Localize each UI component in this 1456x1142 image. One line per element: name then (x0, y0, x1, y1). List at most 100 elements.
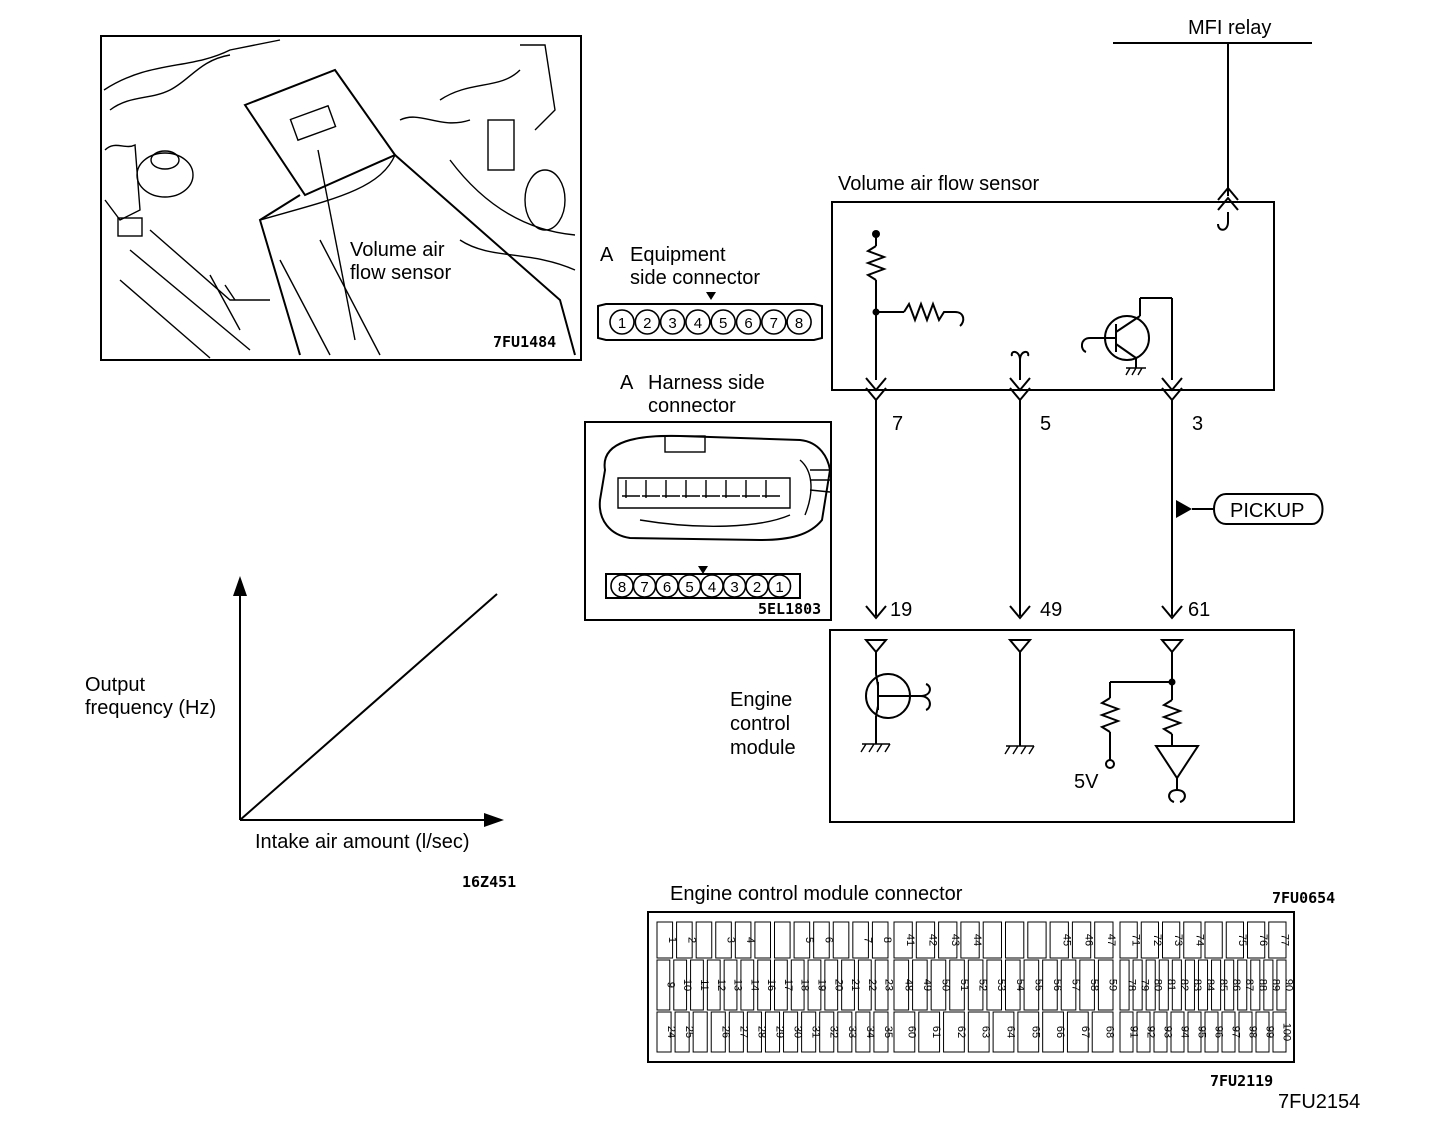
ecm-pin-cell (793, 921, 811, 959)
ecm-pin-label: 61 (930, 1026, 942, 1038)
graph-y-arrow (233, 576, 247, 596)
ecm-pin-cell (734, 921, 752, 959)
ecm-pin-cell (938, 921, 958, 959)
harness-connector-letter: A (620, 372, 634, 394)
ecm-pin-cell (1049, 921, 1069, 959)
ecm-pin-label: 99 (1264, 1026, 1276, 1038)
ecm-pin-cell (857, 959, 872, 1011)
harness-orientation-marker (698, 566, 708, 574)
ecm-pin-label: 67 (1079, 1026, 1091, 1038)
ecm-pin-label: 84 (1204, 979, 1216, 991)
ecm-pin-cell (715, 921, 732, 959)
ecm-pin-label: 33 (846, 1026, 858, 1038)
ecm-pin-cell (673, 959, 688, 1011)
ecm-pin-label: 97 (1230, 1026, 1242, 1038)
ecm-pin-cell (1250, 959, 1261, 1011)
ecm-pin-label: 31 (810, 1026, 822, 1038)
equipment-pin-label: 3 (668, 315, 676, 332)
pickup-tag (1213, 493, 1324, 525)
ecm-pin-label: 85 (1217, 979, 1229, 991)
equipment-pin-circle (659, 309, 686, 335)
ecm-pin-cell (1224, 959, 1235, 1011)
ecm-pin-label: 77 (1278, 934, 1290, 946)
harness-connector-title-line1: Harness side (648, 372, 765, 394)
ecm-empty-cell (1027, 921, 1047, 959)
ecm-empty-cell (982, 921, 1003, 959)
ecm-pin-cell (1268, 921, 1287, 959)
ecm-pin-cell (841, 959, 855, 1011)
ecm-pin-cell (801, 1011, 817, 1053)
ecm-pin-cell (992, 1011, 1015, 1053)
ecm-pin-label: 72 (1151, 934, 1163, 946)
ecm-pin-label: 92 (1145, 1026, 1157, 1038)
ecm-pin-cell (1119, 959, 1130, 1011)
ecm-pin-label: 56 (1051, 979, 1063, 991)
harness-pin-label: 6 (663, 579, 671, 596)
ecm-pin-label: 20 (832, 979, 844, 991)
ecm-empty-cell (692, 1011, 708, 1053)
ecm-pin-cell (783, 1011, 799, 1053)
equipment-pin-circle (786, 309, 812, 335)
ecm-pin-label: 30 (792, 1026, 804, 1038)
ecm-pin-label: 90 (1282, 979, 1294, 991)
ecm-pin-label: 98 (1247, 1026, 1259, 1038)
ecm-pin-label: 1 (666, 937, 678, 943)
graph-x-arrow (484, 813, 504, 827)
ecm-pin-cell (1136, 1011, 1151, 1053)
photo-leader-line (317, 149, 356, 341)
ecm-pin-cell (1211, 959, 1222, 1011)
ecm-pin-label: 26 (719, 1026, 731, 1038)
ecm-pin-label: 12 (715, 979, 727, 991)
ecm-pin-cell (893, 959, 910, 1011)
equipment-pin-circle (710, 309, 737, 335)
ecm-pin-cell (1158, 959, 1169, 1011)
ecm-pin-cell (819, 1011, 835, 1053)
ecm-pin-label: 5 (803, 937, 815, 943)
page-code: 7FU2154 (1278, 1091, 1360, 1113)
ecm-pin-cell (1153, 1011, 1168, 1053)
sensor-label: Volume air flow sensor (838, 173, 1040, 195)
ecm-pin-label: 16 (765, 979, 777, 991)
harness-pin-label: 7 (640, 579, 648, 596)
ecm-pin-label: 55 (1032, 979, 1044, 991)
ecm-pin-label: 19 (815, 979, 827, 991)
ecm-pin-cell (706, 959, 721, 1011)
ecm-pin-cell (1183, 921, 1202, 959)
ecm-empty-cell (1005, 921, 1025, 959)
ecm-label-line3: module (730, 737, 796, 759)
equipment-pin-circle (735, 309, 762, 335)
ecm-pin-label: 93 (1162, 1026, 1174, 1038)
ecm-pin-label: 80 (1152, 979, 1164, 991)
equipment-pin-label: 8 (795, 315, 803, 332)
equipment-pin-label: 2 (643, 315, 651, 332)
ecm-pin-cell (1263, 959, 1274, 1011)
ecm-pin-cell (824, 959, 839, 1011)
sensor-pin-3: 3 (1192, 413, 1203, 435)
ecm-pin-label: 4 (744, 937, 756, 943)
ecm-pin-label: 94 (1179, 1026, 1191, 1038)
ecm-pin-cell (1132, 959, 1143, 1011)
equipment-pin-circle (634, 309, 661, 335)
pullup-voltage-label: 5V (1074, 771, 1099, 793)
ecm-pin-cell (1247, 921, 1266, 959)
ecm-pin-label: 51 (958, 979, 970, 991)
harness-pin-label: 4 (708, 579, 716, 596)
ecm-pin-cell (1237, 959, 1248, 1011)
equipment-connector-letter: A (600, 244, 614, 266)
ecm-pin-cell (656, 959, 671, 1011)
ecm-pin-label: 81 (1165, 979, 1177, 991)
ecm-pin-label: 78 (1126, 979, 1138, 991)
harness-pin-label: 3 (730, 579, 738, 596)
ecm-pin-cell (1171, 959, 1182, 1011)
sensor-box (831, 201, 1275, 391)
ecm-pin-label: 17 (782, 979, 794, 991)
ecm-pin-cell (690, 959, 704, 1011)
equipment-pin-label: 5 (719, 315, 727, 332)
ecm-pin-label: 58 (1088, 979, 1100, 991)
ecm-pin-cell (1272, 1011, 1287, 1053)
ecm-pin-cell (813, 921, 830, 959)
harness-pin-label: 5 (685, 579, 693, 596)
ecm-pin-label: 60 (905, 1026, 917, 1038)
ecm-pin-label: 100 (1281, 1023, 1293, 1041)
